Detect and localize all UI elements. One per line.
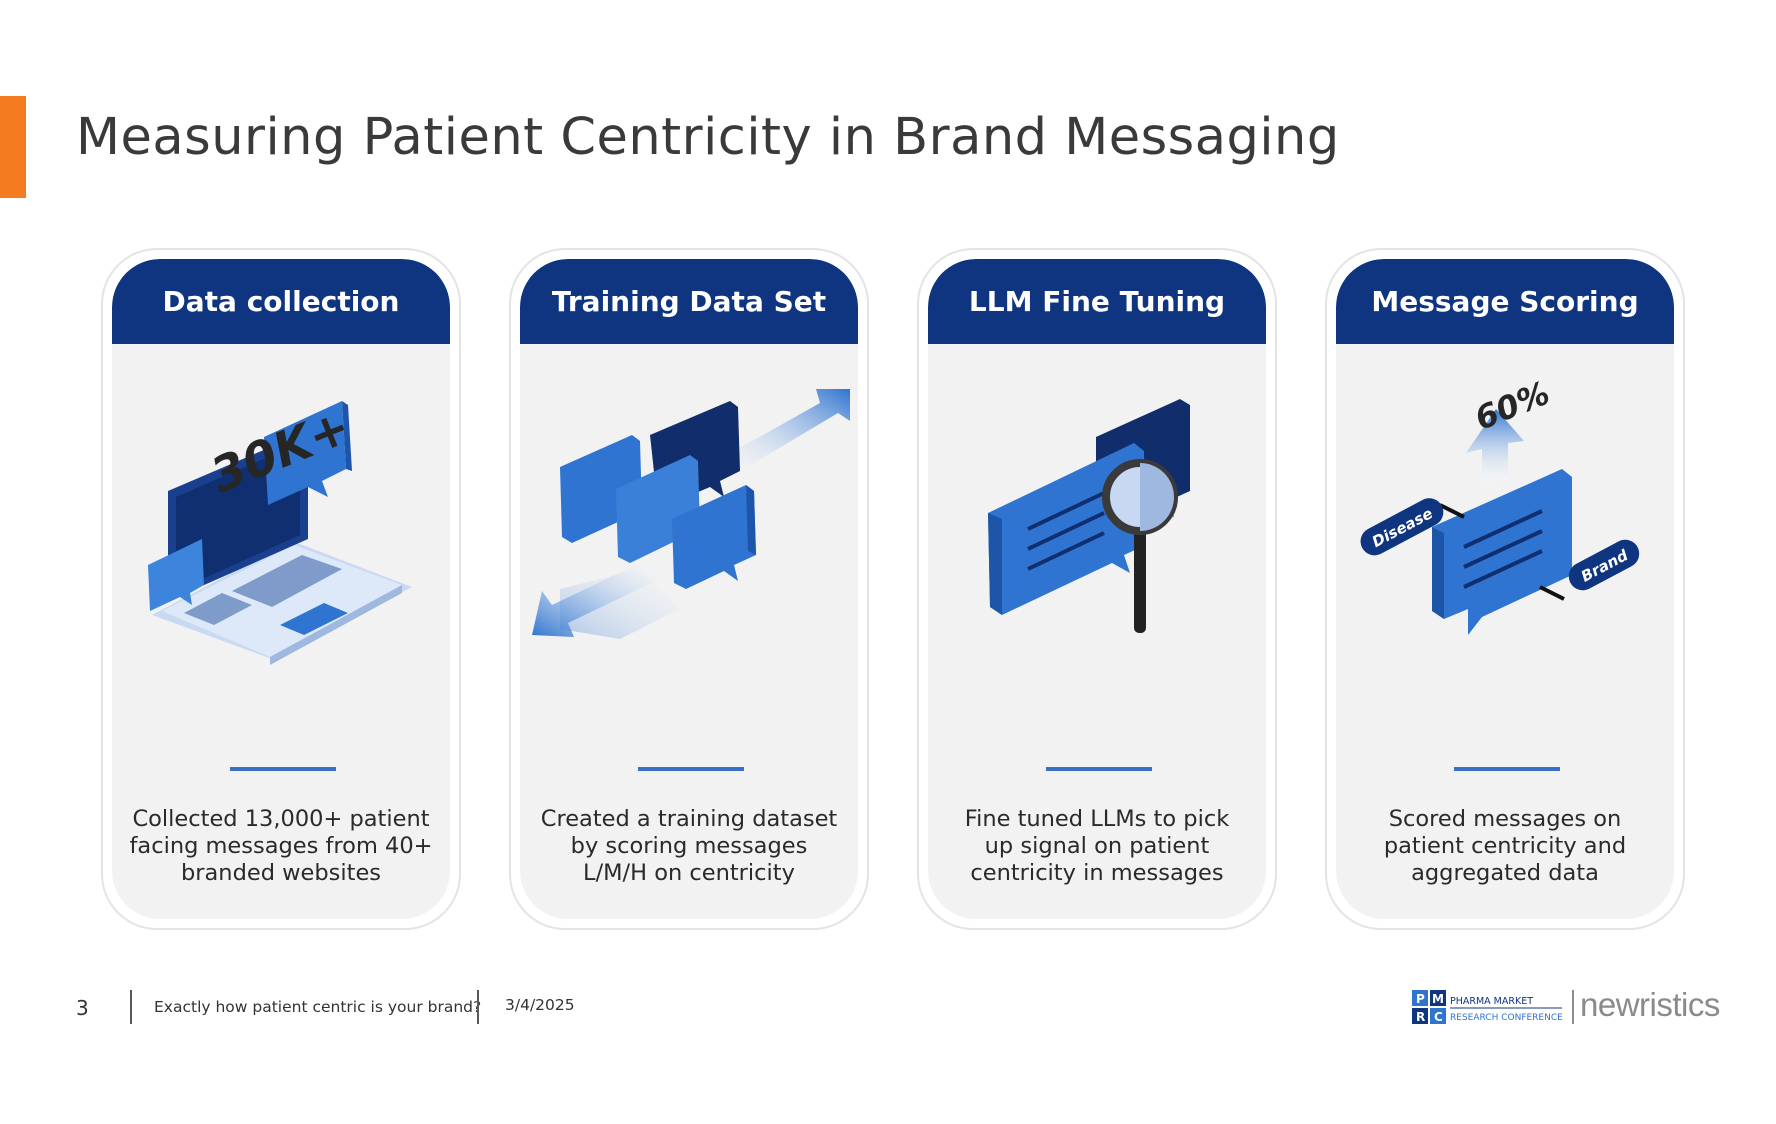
magnifier-chat-illustration [988,399,1190,633]
card-message-scoring: Message Scoring 60% [1325,248,1685,930]
card-header: LLM Fine Tuning [928,259,1266,344]
svg-text:M: M [1432,992,1444,1006]
card-description: Fine tuned LLMs to pick up signal on pat… [964,806,1230,886]
svg-text:PHARMA MARKET: PHARMA MARKET [1450,996,1533,1007]
newristics-logo: newristics [1580,986,1720,1023]
footer-separator [130,990,132,1024]
card-description: Created a training dataset by scoring me… [540,806,838,886]
card-data-collection: Data collection 30K+ Collected 13,000+ p… [101,248,461,930]
card-description: Scored messages on patient centricity an… [1383,806,1627,886]
training-data-illustration [532,389,850,639]
card-llm-fine-tuning: LLM Fine Tuning Fine tuned LLMs to pick … [917,248,1277,930]
logo-separator [1572,990,1574,1024]
card-header: Message Scoring [1336,259,1674,344]
footer-date: 3/4/2025 [505,996,575,1014]
card-divider [638,767,744,771]
card-description: Collected 13,000+ patient facing message… [129,806,433,886]
card-training-data-set: Training Data Set [509,248,869,930]
laptop-chat-illustration: 30K+ [148,398,412,665]
card-header: Training Data Set [520,259,858,344]
svg-text:P: P [1416,992,1425,1006]
svg-text:R: R [1416,1010,1425,1024]
svg-text:RESEARCH CONFERENCE: RESEARCH CONFERENCE [1450,1013,1563,1023]
scoring-chat-illustration: 60% Disease Brand [1360,379,1640,635]
slide-title: Measuring Patient Centricity in Brand Me… [76,108,1340,167]
card-header: Data collection [112,259,450,344]
footer-subtitle: Exactly how patient centric is your bran… [154,998,482,1016]
pmrc-logo: P M R C PHARMA MARKET RESEARCH CONFERENC… [1412,990,1563,1024]
card-divider [1046,767,1152,771]
card-divider [1454,767,1560,771]
page-number: 3 [76,996,89,1020]
card-divider [230,767,336,771]
svg-text:C: C [1434,1010,1443,1024]
footer-separator [477,990,479,1024]
accent-bar [0,96,26,198]
